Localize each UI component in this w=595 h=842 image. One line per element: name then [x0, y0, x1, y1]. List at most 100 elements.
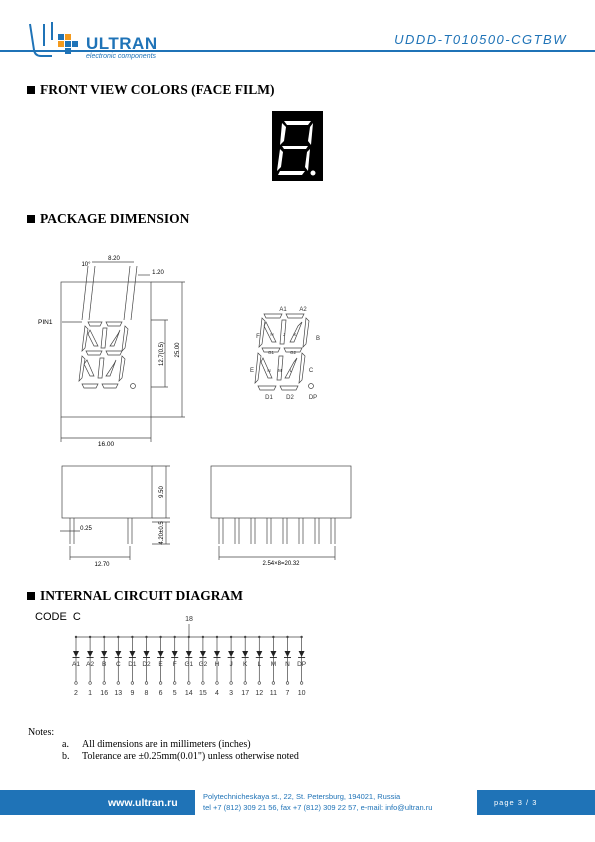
diode-f: F5 [171, 635, 179, 697]
seg-label-k: K [293, 332, 296, 337]
note-item: a.All dimensions are in millimeters (inc… [62, 739, 251, 750]
segment-label: J [229, 661, 232, 668]
segment-label: B [102, 661, 106, 668]
circuit-code: CODE C [35, 611, 81, 623]
seg-label-f: F [256, 334, 260, 340]
pin-number: 15 [199, 690, 207, 697]
diode-a1: A12 [72, 635, 80, 697]
notes-title: Notes: [28, 727, 55, 738]
segment-label-diagram: A1 A2 F B E C D1 D2 DP H J K G1 G2 N M L [250, 307, 320, 401]
side-view-drawing: 9.50 0.25 4.20±0.5 12.70 [60, 465, 170, 568]
segment-label: D2 [142, 661, 151, 668]
common-pin-label: 18 [185, 616, 193, 623]
diode-d2: D2 8 [142, 635, 151, 697]
note-item: b.Tolerance are ±0.25mm(0.01") unless ot… [62, 751, 299, 762]
segment-label: G2 [199, 661, 208, 668]
pin-number: 1 [88, 690, 92, 697]
side-pin-span: 12.70 [94, 562, 110, 568]
dim-seg-width: 1.20 [152, 270, 164, 276]
diode-e: E6 [157, 635, 165, 697]
diode-a2: A2 1 [86, 635, 94, 697]
part-number: UDDD-T010500-CGTBW [394, 32, 567, 47]
diode-h: H4 [213, 635, 221, 697]
internal-circuit-diagram: 18 A12A21B16C13D19D28E6F5G114G215H4J3K17… [72, 616, 306, 697]
seg-label-c: C [309, 368, 314, 374]
seg-label-a1: A1 [279, 307, 287, 313]
front-view-display [272, 111, 323, 181]
pin-number: 8 [145, 690, 149, 697]
pin-number: 12 [255, 690, 263, 697]
seg-label-d2: D2 [286, 395, 294, 401]
segment-label: N [285, 661, 290, 668]
pin-number: 5 [173, 690, 177, 697]
seg-label-n: N [267, 368, 270, 373]
seg-label-a2: A2 [299, 307, 307, 313]
diode-j: J3 [227, 635, 235, 697]
seg-label-h: H [270, 332, 273, 337]
side-height: 9.50 [159, 486, 165, 498]
bullet-square-icon [27, 592, 35, 600]
pin-number: 13 [114, 690, 122, 697]
pin-number: 9 [130, 690, 134, 697]
diode-g2: G2 15 [199, 635, 208, 697]
bullet-square-icon [27, 86, 35, 94]
diode-m: M11 [270, 635, 277, 697]
diode-g1: G1 14 [184, 635, 194, 697]
pin-number: 16 [100, 690, 108, 697]
diode-dp: DP 10 [297, 635, 306, 697]
front-dimension-drawing: 8.20 10° 1.20 PIN1 12.7(0.5) 25.00 16.00 [38, 256, 185, 448]
footer-address-box [195, 790, 477, 815]
segment-label: M [271, 661, 276, 668]
seg-label-e: E [250, 368, 254, 374]
seg-label-g1: G1 [268, 350, 275, 355]
dim-height-inner: 12.7(0.5) [159, 342, 165, 366]
diode-b: B 16 [100, 635, 108, 697]
pin-number: 17 [241, 690, 249, 697]
pin-number: 10 [298, 690, 306, 697]
segment-label: A1 [72, 661, 80, 668]
header-rule [0, 50, 595, 52]
dim-width: 16.00 [98, 441, 115, 448]
bullet-square-icon [27, 215, 35, 223]
diode-k: K 17 [241, 635, 249, 697]
seg-label-j: J [283, 332, 285, 337]
diode-l: L 12 [255, 635, 263, 697]
logo-name: ULTRAN [86, 34, 158, 53]
pin1-label: PIN1 [38, 319, 53, 326]
back-view-drawing: 2.54×8=20.32 [210, 465, 352, 567]
seg-label-g2: G2 [290, 350, 297, 355]
segment-label: G1 [184, 661, 193, 668]
seg-label-b: B [316, 336, 320, 342]
seg-label-dp: DP [309, 395, 317, 401]
logo-tagline: electronic components [86, 53, 157, 60]
footer-website-link[interactable]: www.ultran.ru [108, 797, 178, 809]
segment-label: E [158, 661, 163, 668]
back-pin-pitch: 2.54×8=20.32 [262, 561, 300, 567]
seg-label-d1: D1 [265, 395, 273, 401]
dim-angle: 10° [81, 262, 91, 268]
seg-label-l: L [290, 368, 293, 373]
segment-label: DP [297, 661, 306, 668]
seg-label-m: M [278, 368, 282, 373]
pin-number: 7 [286, 690, 290, 697]
pin-number: 14 [185, 690, 193, 697]
pin-number: 6 [159, 690, 163, 697]
dim-pitch-top: 8.20 [108, 256, 120, 262]
section-heading-package: PACKAGE DIMENSION [27, 211, 189, 227]
segment-label: F [173, 661, 177, 668]
diode-n: N7 [284, 635, 291, 697]
segment-label: D1 [128, 661, 137, 668]
segment-label: L [257, 661, 261, 668]
side-lead: 0.25 [80, 526, 92, 532]
segment-label: K [243, 661, 248, 668]
segment-label: A2 [86, 661, 94, 668]
side-lead-length: 4.20±0.5 [159, 521, 165, 545]
footer-address: Polytechnicheskaya st., 22, St. Petersbu… [203, 792, 433, 812]
dim-height: 25.00 [175, 342, 181, 358]
segment-label: C [116, 661, 121, 668]
pin-number: 3 [229, 690, 233, 697]
segment-label: H [215, 661, 220, 668]
ultran-logo-icon [29, 22, 78, 57]
pin-number: 4 [215, 690, 219, 697]
diode-c: C 13 [114, 635, 122, 697]
